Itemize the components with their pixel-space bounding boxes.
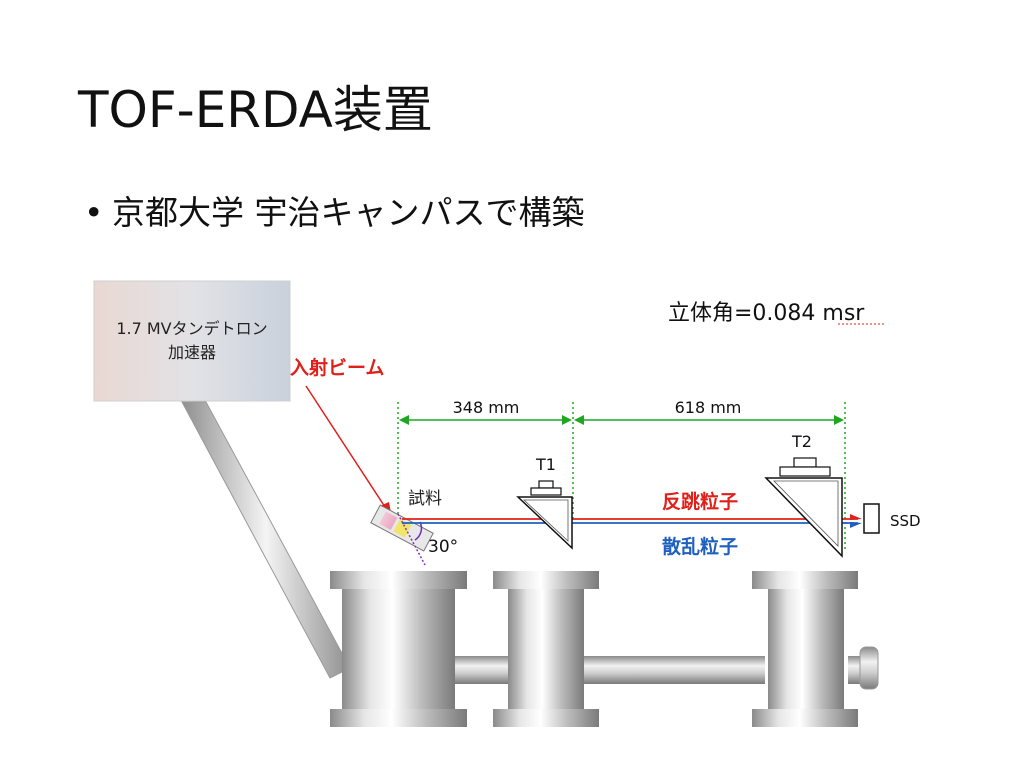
chamber-1-top-flange <box>330 571 467 589</box>
distance-1-label: 348 mm <box>453 398 520 417</box>
t1-mount-base <box>530 487 562 496</box>
recoil-label: 反跳粒子 <box>662 490 738 513</box>
slide-title: TOF-ERDA装置 <box>78 81 433 139</box>
bullet-dot: • <box>84 193 104 232</box>
chamber-1-bottom-flange <box>330 709 467 727</box>
dimension-2-arrow-right <box>834 415 844 425</box>
t2-label: T2 <box>791 432 812 451</box>
incident-beam-arrow <box>305 385 386 508</box>
chamber-3-body <box>768 589 844 709</box>
ssd-detector <box>863 503 880 534</box>
chamber-2-top-flange <box>493 571 599 589</box>
chamber-3-top-flange <box>752 571 858 589</box>
bullet-text: 京都大学 宇治キャンパスで構築 <box>112 193 585 232</box>
connecting-pipe-1 <box>455 656 515 684</box>
t2-detector-inner <box>773 480 839 547</box>
ssd-label: SSD <box>890 512 921 530</box>
accelerator-label-line1: 1.7 MVタンデトロン <box>116 319 267 338</box>
connecting-pipe-2 <box>580 656 765 684</box>
sample-holder <box>370 504 434 552</box>
solid-angle-label: 立体角=0.084 msr <box>668 301 865 326</box>
chamber-1-body <box>342 589 455 709</box>
scatter-label: 散乱粒子 <box>662 535 738 558</box>
chamber-3-bottom-flange <box>752 709 858 727</box>
distance-2-label: 618 mm <box>675 398 742 417</box>
end-cap <box>859 646 879 690</box>
incident-beam-label: 入射ビーム <box>290 356 384 379</box>
t2-mount-top <box>793 457 817 468</box>
accelerator-box <box>93 280 291 402</box>
bullet-item: •京都大学 宇治キャンパスで構築 <box>84 186 585 234</box>
t2-mount-base <box>779 466 831 477</box>
t1-mount-top <box>538 480 554 489</box>
diagonal-pipe <box>181 401 351 679</box>
t1-detector <box>516 496 573 550</box>
dimension-1-arrow-right <box>562 415 572 425</box>
chamber-2-bottom-flange <box>493 709 599 727</box>
accelerator-label-line2: 加速器 <box>168 343 216 362</box>
chamber-2-body <box>508 589 584 709</box>
dimension-2-arrow-left <box>574 415 584 425</box>
angle-label: 30° <box>428 537 458 557</box>
t2-detector <box>764 477 843 558</box>
beam-arrowhead-red <box>850 514 862 520</box>
t1-detector-inner <box>522 499 569 542</box>
t1-label: T1 <box>535 455 556 474</box>
sample-label: 試料 <box>408 489 442 509</box>
beam-arrowhead-blue <box>850 522 862 528</box>
dimension-1-arrow-left <box>399 415 409 425</box>
